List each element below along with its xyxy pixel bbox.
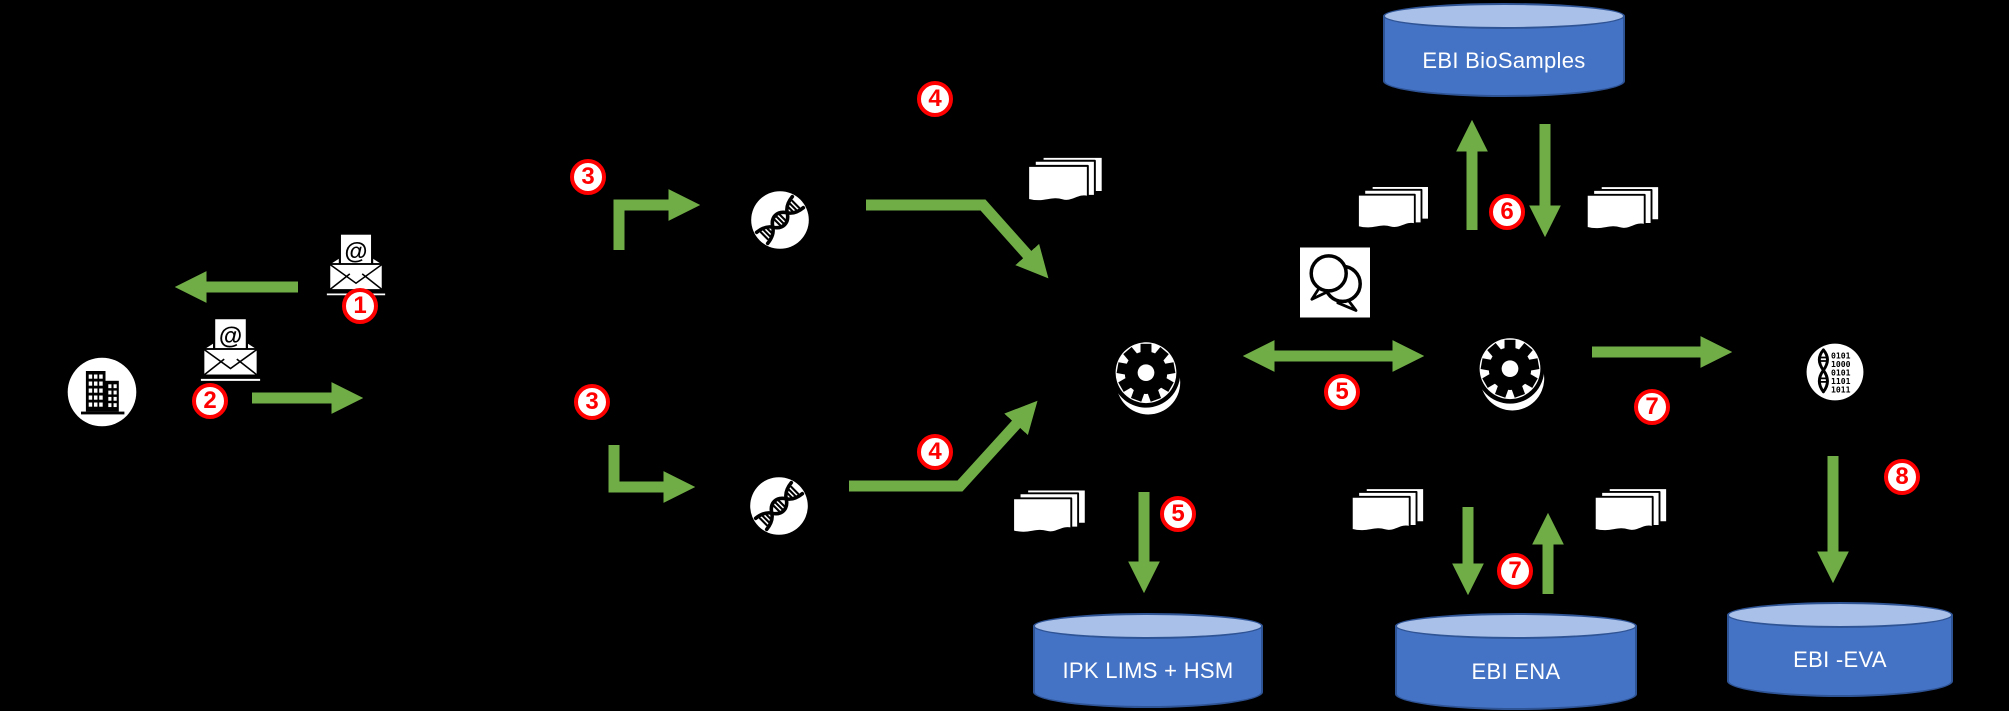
database-ipk-lims-hsm: IPK LIMS + HSM [1033,613,1263,708]
step-badge-7-right: 7 [1634,389,1670,425]
step-badge-7-ena: 7 [1497,553,1533,589]
dna-icon-top [750,190,810,250]
documents-icon-biosamples-right [1585,185,1661,231]
step-badge-5-ipk: 5 [1160,496,1196,532]
arrow-step4-top-to-gear [866,199,1049,279]
email-icon-1 [325,232,387,296]
step-badge-1: 1 [342,288,378,324]
step-badge-4-top: 4 [917,81,953,117]
binary-row: 1011 [1831,384,1851,394]
cylinder-top [1033,613,1263,639]
gear-icon-2 [1475,335,1545,411]
database-label: EBI BioSamples [1422,47,1586,73]
binary-row: 0101 [1831,367,1851,377]
documents-icon-biosamples-left [1356,185,1430,230]
gear-icon-1 [1111,339,1181,415]
documents-icon-top [1027,155,1104,203]
documents-icon-ena-left [1350,487,1426,533]
database-label: EBI ENA [1471,659,1561,684]
documents-icon-ena-right [1593,487,1669,533]
database-ebi-eva: EBI -EVA [1727,602,1953,697]
cylinder-top [1727,602,1953,628]
step-badge-6: 6 [1489,194,1525,230]
arrow-step3-elbow-bottom [608,445,696,503]
database-ebi-ena: EBI ENA [1395,613,1637,710]
binary-row: 0101 [1831,351,1851,361]
cylinder-top [1395,613,1637,639]
step-badge-8: 8 [1884,459,1920,495]
binary-row: 1101 [1831,376,1851,386]
database-label: IPK LIMS + HSM [1062,658,1234,683]
dna-icon-bottom [749,476,809,536]
documents-icon-ipk [1012,488,1087,534]
database-ebi-biosamples: EBI BioSamples [1383,3,1625,97]
step-badge-4-bottom: 4 [917,434,953,470]
step-badge-3-top: 3 [570,159,606,195]
dna-binary-icon: 0101 1000 0101 1101 1011 [1806,343,1864,401]
step-badge-5-middle: 5 [1324,374,1360,410]
binary-row: 1000 [1831,359,1851,369]
building-icon [67,357,137,427]
email-icon-2 [199,317,262,381]
database-label: EBI -EVA [1793,647,1887,672]
cylinder-top [1383,3,1625,29]
step-badge-2: 2 [192,383,228,419]
arrow-step3-elbow-top [613,189,701,250]
step-badge-3-bottom: 3 [574,384,610,420]
speech-bubbles-icon [1300,247,1370,318]
